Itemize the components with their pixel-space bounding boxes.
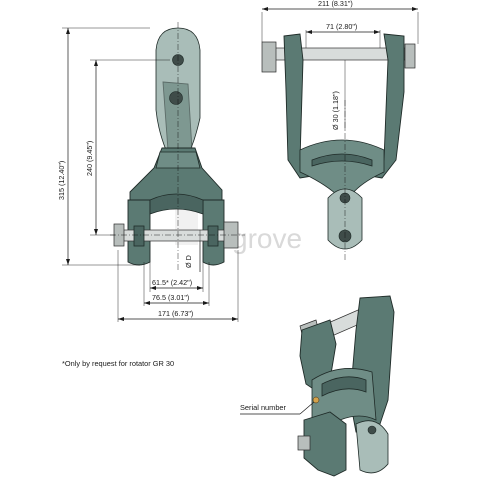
side-pin-head [404,43,416,69]
right-washer [207,225,219,247]
front-view [110,22,245,272]
isometric-view [297,295,395,477]
left-washer [133,225,145,247]
serial-leader-arrow [299,401,315,415]
dim-top-width: 211 (8.31") [318,0,353,8]
dim-shaft-diameter: Ø 30 (1.18") [331,91,340,130]
iso-bottom-plate [355,420,389,474]
iso-bottom-fork [303,411,347,477]
dimensions-front: 315 (12.40") 240 (9.45") Ø D 61.5* (2.42… [57,27,239,322]
iso-bottom-bolt [297,435,311,451]
iso-bottom-hole [367,425,377,435]
fork-bridge [149,193,204,215]
serial-number-label: Serial number [240,403,287,412]
side-right-arm [369,33,405,179]
dim-gap-outer: 76.5 (3.01") [152,293,189,302]
footnote: *Only by request for rotator GR 30 [62,359,174,368]
dim-pin-length: 71 (2.80") [326,22,357,31]
dim-inner-height: 240 (9.45") [85,141,94,176]
dimensions-side: 211 (8.31") 71 (2.80") Ø 30 (1.18") [261,0,419,130]
dim-total-height: 315 (12.40") [57,161,66,200]
serial-callout: Serial number [240,401,315,415]
dim-base-width: 171 (6.73") [158,309,193,318]
lower-bore-hole [169,91,183,105]
dim-gap-inner: 61.5* (2.42") [152,278,192,287]
watermark-text: grove [232,223,302,254]
watermark: grove [175,205,302,254]
iso-serial-plate [312,396,320,404]
dim-pin-diameter: Ø D [184,255,193,268]
side-yoke [299,139,385,195]
side-yoke-rib [311,153,373,167]
side-nut [261,41,277,73]
iso-yoke-rib [321,376,367,397]
